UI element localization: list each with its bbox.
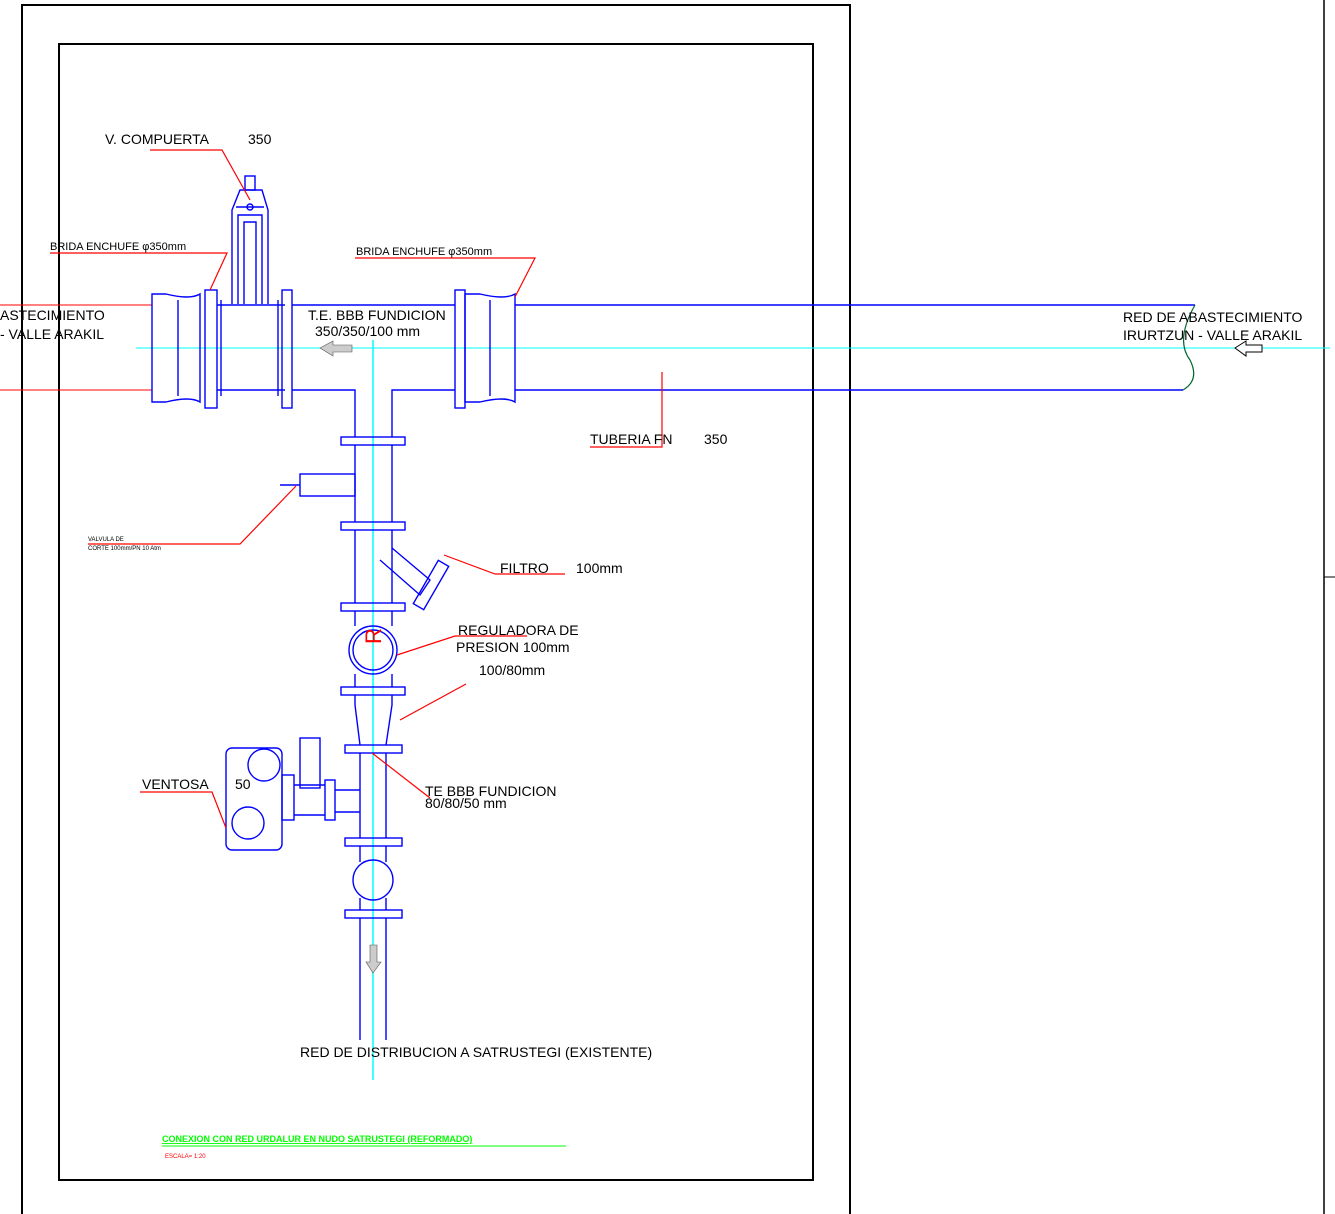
pipe-break-mark [1182,304,1196,391]
pressure-regulator [348,625,398,675]
right-bell-socket [464,292,516,404]
label-reguladora-1: REGULADORA DE [458,622,579,638]
label-red-distribucion: RED DE DISTRIBUCION A SATRUSTEGI (EXISTE… [300,1044,652,1060]
main-pipe-assembly [151,175,1195,1040]
label-te-main-1: T.E. BBB FUNDICION [308,307,446,323]
label-right-red-1: RED DE ABASTECIMIENTO [1123,309,1303,325]
outer-frame [21,4,851,1214]
label-te-main-2: 350/350/100 mm [315,323,420,339]
label-valvula-1: VALVULA DE [88,537,124,543]
left-flange-1 [204,289,218,409]
ventosa-upper [247,748,281,782]
label-tuberia: TUBERIA FN [590,431,672,447]
regulator-symbol: R [361,628,386,644]
left-bell-socket [151,292,201,404]
drawing-title: CONEXION CON RED URDALUR EN NUDO SATRUST… [162,1134,472,1144]
label-v-compuerta: V. COMPUERTA [105,131,210,147]
label-filtro-size: 100mm [576,560,623,576]
label-valvula-2: CORTE 100mm/PN 10 Atm [88,546,161,552]
flow-arrow-right-icon [1234,340,1263,357]
label-right-red-2: IRURTZUN - VALLE ARAKIL [1123,327,1302,343]
label-v-compuerta-size: 350 [248,131,272,147]
label-ventosa-size: 50 [235,776,251,792]
label-reguladora-2: PRESION 100mm [456,639,570,655]
inner-frame [58,43,814,1181]
left-flange-2 [281,289,293,409]
leader-lines [50,149,663,829]
flow-arrow-down-icon [365,944,382,974]
right-flange [454,289,466,409]
label-ventosa: VENTOSA [142,776,209,792]
filter-body [379,547,431,597]
ventosa-lower [231,806,265,840]
label-te-small-1: TE BBB FUNDICION [425,783,556,799]
flow-meter [352,859,394,901]
label-reductor: 100/80mm [479,662,545,678]
label-brida-left: BRIDA ENCHUFE φ350mm [50,241,186,253]
label-left-red-1: ASTECIMIENTO [0,307,105,323]
drawing-scale: ESCALA= 1:20 [165,1154,206,1160]
flow-arrow-left-icon [319,340,353,357]
label-left-red-2: - VALLE ARAKIL [0,326,104,342]
label-brida-right: BRIDA ENCHUFE φ350mm [356,246,492,258]
label-filtro: FILTRO [500,560,549,576]
label-te-small-2: 80/80/50 mm [425,795,507,811]
label-tuberia-size: 350 [704,431,728,447]
reducer [354,695,393,746]
